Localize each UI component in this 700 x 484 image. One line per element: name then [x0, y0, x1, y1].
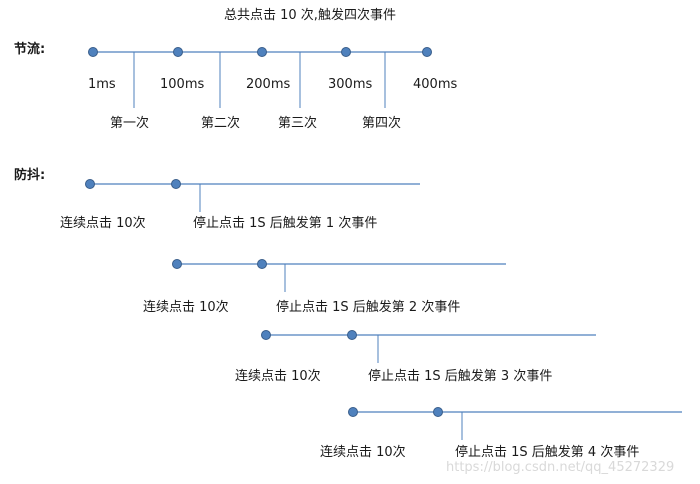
- debounce-timeline-4: [348, 407, 682, 440]
- debounce-timeline-3: [261, 330, 596, 363]
- debounce-start-dot: [85, 179, 95, 189]
- debounce-timeline-2: [172, 259, 506, 292]
- throttle-click-dot: [173, 47, 183, 57]
- throttle-time-label: 400ms: [413, 77, 458, 92]
- debounce-label: 防抖:: [14, 168, 46, 183]
- throttle-trigger-label: 第一次: [110, 116, 150, 131]
- debounce-clicks-label: 连续点击 10次: [60, 216, 146, 231]
- debounce-end-dot: [171, 179, 181, 189]
- debounce-start-dot: [261, 330, 271, 340]
- debounce-clicks-label: 连续点击 10次: [235, 369, 321, 384]
- throttle-click-dot: [341, 47, 351, 57]
- debounce-trigger-label: 停止点击 1S 后触发第 3 次事件: [368, 369, 553, 384]
- debounce-end-dot: [433, 407, 443, 417]
- throttle-click-dot: [257, 47, 267, 57]
- throttle-click-dot: [88, 47, 98, 57]
- debounce-trigger-label: 停止点击 1S 后触发第 2 次事件: [276, 300, 461, 315]
- throttle-click-dot: [422, 47, 432, 57]
- debounce-timeline-1: [85, 179, 420, 212]
- throttle-time-label: 100ms: [160, 77, 205, 92]
- throttle-label: 节流:: [14, 42, 46, 57]
- debounce-end-dot: [257, 259, 267, 269]
- throttle-time-label: 300ms: [328, 77, 373, 92]
- debounce-start-dot: [172, 259, 182, 269]
- throttle-time-label: 200ms: [246, 77, 291, 92]
- throttle-trigger-label: 第二次: [201, 116, 241, 131]
- debounce-trigger-label: 停止点击 1S 后触发第 4 次事件: [455, 445, 640, 460]
- diagram-title: 总共点击 10 次,触发四次事件: [224, 8, 396, 23]
- watermark-text: https://blog.csdn.net/qq_45272329: [446, 460, 675, 475]
- debounce-clicks-label: 连续点击 10次: [143, 300, 229, 315]
- debounce-trigger-label: 停止点击 1S 后触发第 1 次事件: [193, 216, 378, 231]
- throttle-time-label: 1ms: [88, 77, 116, 92]
- throttle-trigger-label: 第三次: [278, 116, 318, 131]
- debounce-clicks-label: 连续点击 10次: [320, 445, 406, 460]
- debounce-start-dot: [348, 407, 358, 417]
- debounce-end-dot: [347, 330, 357, 340]
- throttle-trigger-label: 第四次: [362, 116, 402, 131]
- throttle-timeline: [88, 47, 432, 108]
